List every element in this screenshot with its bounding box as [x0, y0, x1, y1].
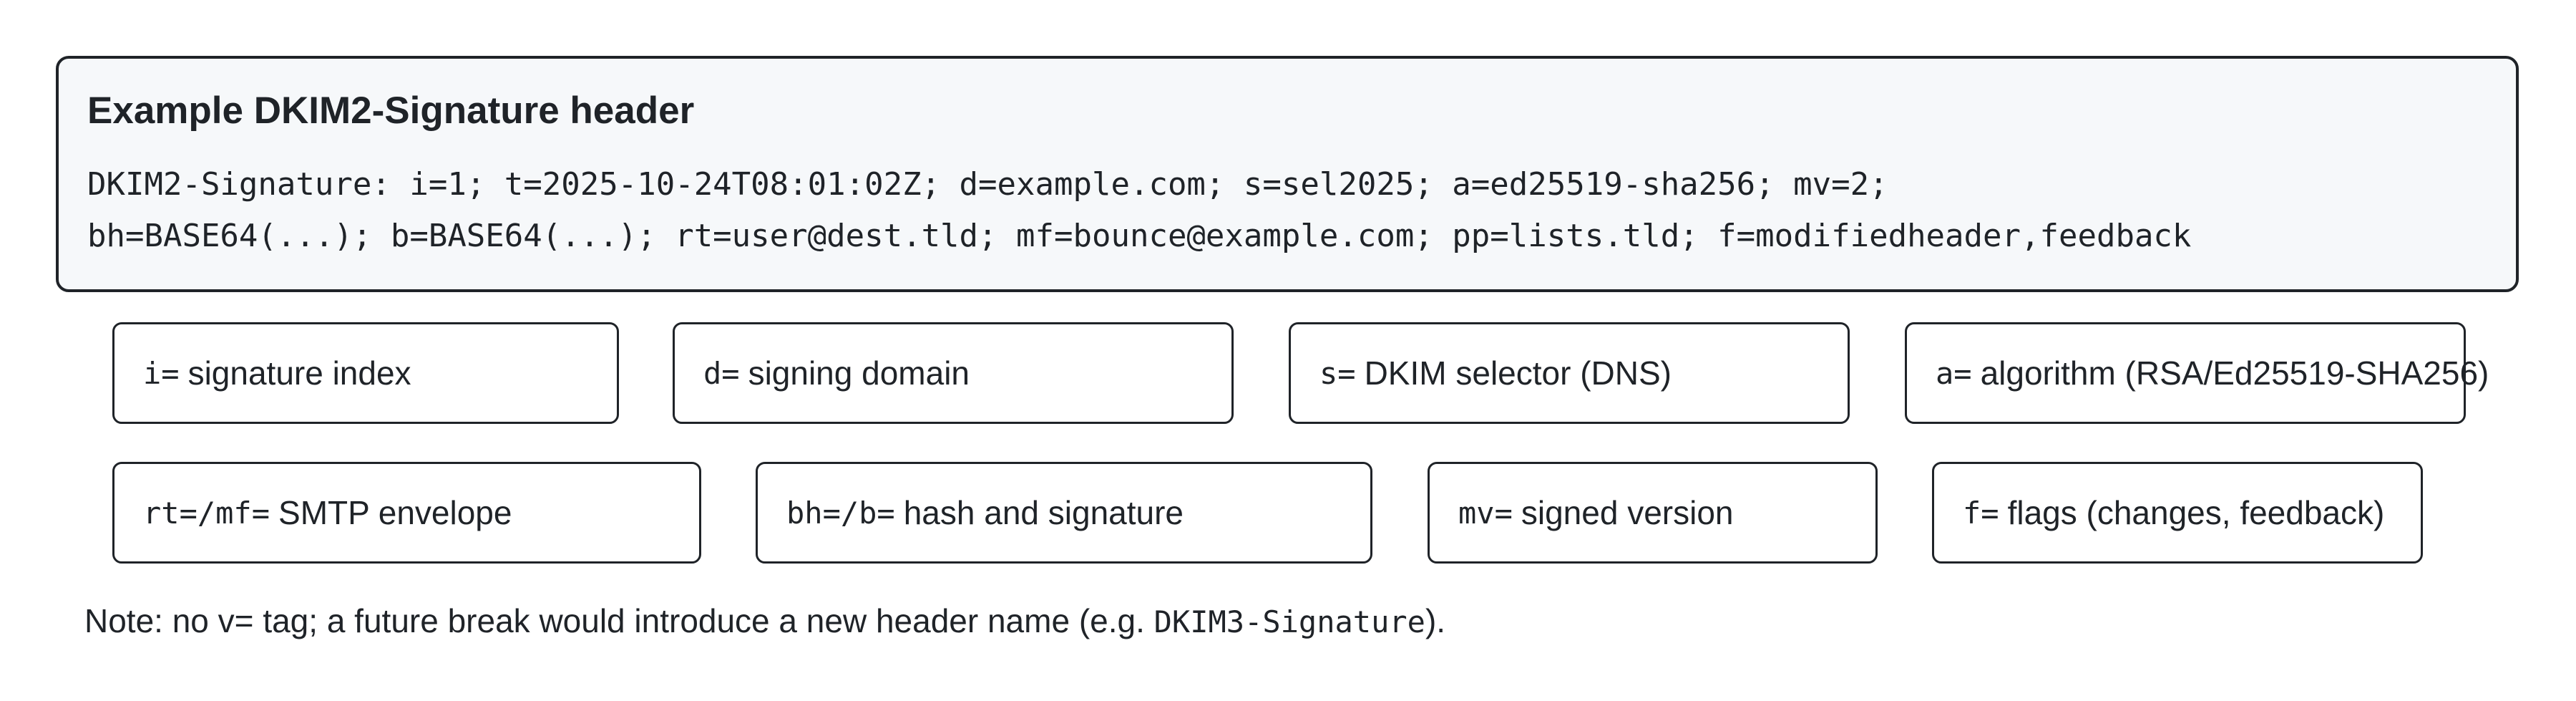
footnote-suffix: ).: [1425, 602, 1446, 639]
tag-code: a=: [1936, 355, 1972, 391]
tag-box-a: a= algorithm (RSA/Ed25519-SHA256): [1905, 322, 2489, 424]
tag-description: algorithm (RSA/Ed25519-SHA256): [1980, 354, 2489, 392]
tag-code: bh=/b=: [786, 495, 895, 531]
tag-description: signature index: [187, 354, 411, 392]
header-code-line-1: DKIM2-Signature: i=1; t=2025-10-24T08:01…: [87, 166, 1888, 203]
tag-box-d: d= signing domain: [673, 322, 1234, 424]
tag-box-rt-mf: rt=/mf= SMTP envelope: [112, 462, 701, 564]
tag-code: i=: [143, 355, 180, 391]
tag-description: DKIM selector (DNS): [1364, 354, 1672, 392]
footnote-code: DKIM3-Signature: [1153, 604, 1425, 639]
tag-box-mv: mv= signed version: [1428, 462, 1878, 564]
tag-code: mv=: [1458, 495, 1513, 531]
tag-code: rt=/mf=: [143, 495, 270, 531]
tag-box-bh-b: bh=/b= hash and signature: [756, 462, 1372, 564]
tag-description: SMTP envelope: [278, 494, 512, 531]
tag-box-i: i= signature index: [112, 322, 619, 424]
footnote: Note: no v= tag; a future break would in…: [84, 601, 1445, 640]
tag-description: signing domain: [748, 354, 970, 392]
tag-description: signed version: [1521, 494, 1734, 531]
tag-code: f=: [1963, 495, 1999, 531]
tag-code: d=: [703, 355, 740, 391]
tag-box-f: f= flags (changes, feedback): [1932, 462, 2423, 564]
panel-title: Example DKIM2-Signature header: [87, 90, 695, 132]
tag-box-s: s= DKIM selector (DNS): [1289, 322, 1850, 424]
dkim2-header-panel: Example DKIM2-Signature header DKIM2-Sig…: [56, 56, 2519, 292]
tag-code: s=: [1319, 355, 1356, 391]
tag-description: flags (changes, feedback): [2007, 494, 2385, 531]
footnote-text: Note: no v= tag; a future break would in…: [84, 602, 1154, 639]
header-code-line-2: bh=BASE64(...); b=BASE64(...); rt=user@d…: [87, 218, 2192, 254]
tag-description: hash and signature: [903, 494, 1184, 531]
